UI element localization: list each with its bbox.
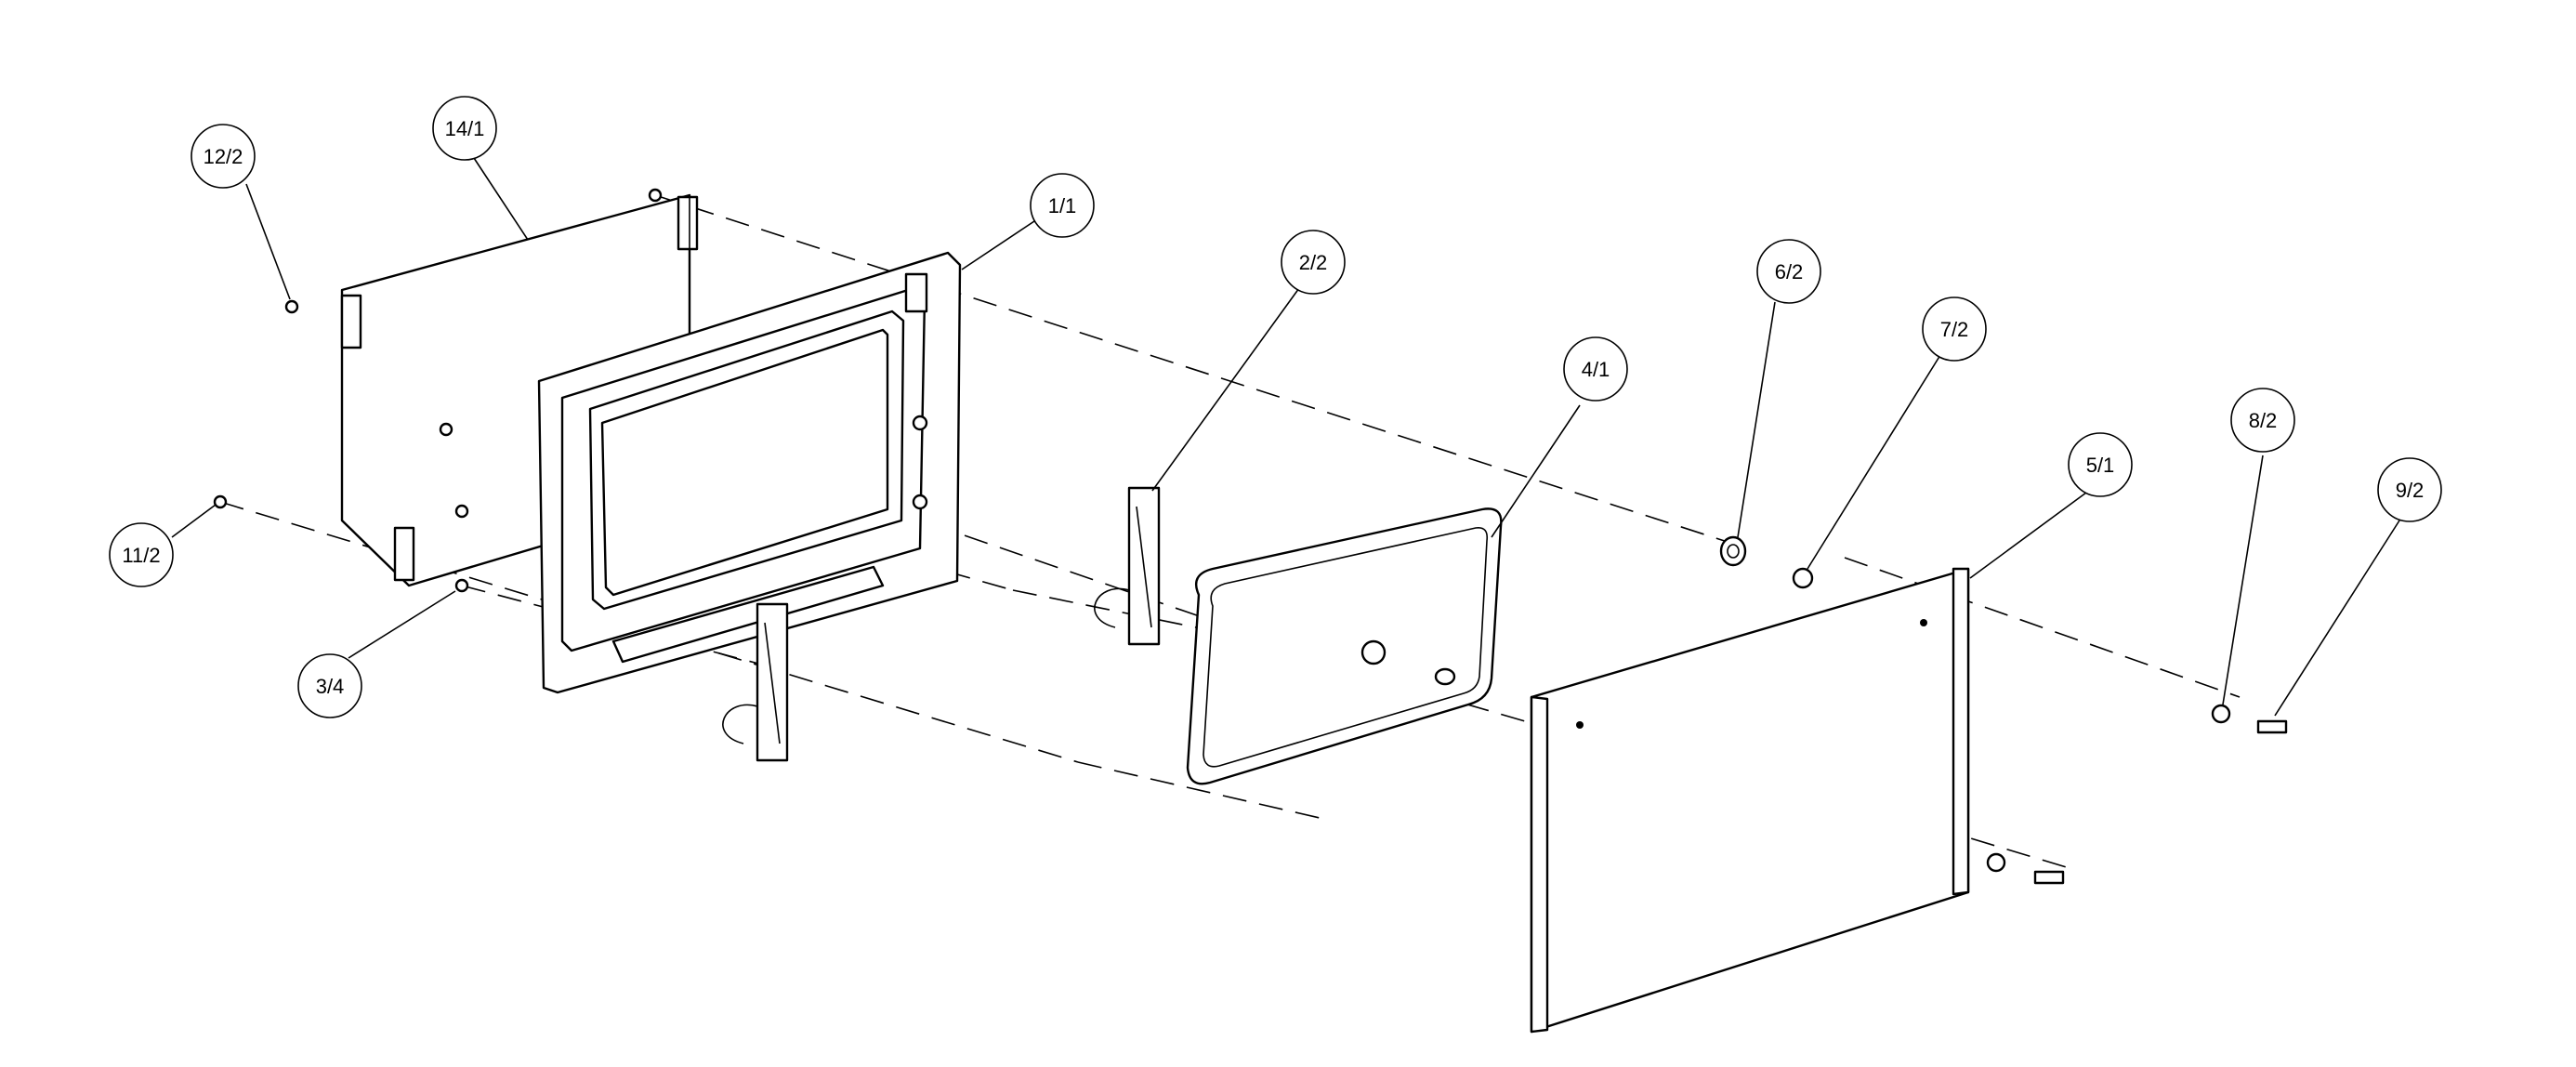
part-8-washer-lower bbox=[1986, 852, 2006, 873]
part-5-outer-glass bbox=[1530, 567, 1970, 1034]
part-4-inner-glass bbox=[1186, 507, 1503, 785]
callout-3-label: 3/4 bbox=[316, 675, 345, 698]
callout-8: 8/2 bbox=[2230, 388, 2295, 453]
part-6-bushing bbox=[1719, 535, 1747, 567]
part-11-screw bbox=[213, 494, 228, 509]
part-7-washer bbox=[1792, 567, 1814, 589]
callout-8-label: 8/2 bbox=[2249, 409, 2278, 432]
leader-lines bbox=[171, 157, 2400, 717]
part-8-washer bbox=[2211, 704, 2231, 724]
hardware-parts bbox=[213, 188, 2288, 885]
callout-7: 7/2 bbox=[1922, 296, 1987, 362]
callout-2-label: 2/2 bbox=[1299, 251, 1328, 274]
callout-3: 3/4 bbox=[297, 653, 362, 718]
part-2-hinge-left bbox=[722, 602, 789, 762]
callout-6: 6/2 bbox=[1756, 239, 1821, 304]
callout-1-label: 1/1 bbox=[1048, 194, 1077, 217]
callout-2: 2/2 bbox=[1281, 230, 1346, 295]
callout-5: 5/1 bbox=[2068, 432, 2133, 497]
callout-5-label: 5/1 bbox=[2086, 454, 2115, 477]
callout-11-label: 11/2 bbox=[122, 544, 160, 567]
callouts: 12/2 14/1 1/1 2/2 6/2 7/2 4/1 5/1 bbox=[109, 96, 2442, 718]
callout-12-label: 12/2 bbox=[204, 145, 243, 168]
callout-4: 4/1 bbox=[1563, 336, 1628, 402]
part-9-screw bbox=[2256, 719, 2288, 734]
part-9-screw-lower bbox=[2033, 870, 2065, 885]
callout-6-label: 6/2 bbox=[1775, 260, 1804, 283]
callout-9-label: 9/2 bbox=[2396, 479, 2425, 502]
callout-14-label: 14/1 bbox=[445, 117, 485, 140]
callout-1: 1/1 bbox=[1030, 173, 1095, 238]
callout-7-label: 7/2 bbox=[1940, 318, 1969, 341]
part-12-screw bbox=[284, 299, 299, 314]
callout-4-label: 4/1 bbox=[1582, 358, 1610, 381]
part-1-door-frame bbox=[537, 251, 962, 694]
callout-9: 9/2 bbox=[2377, 457, 2442, 522]
part-2-hinge-right bbox=[1094, 486, 1161, 646]
part-3-screws bbox=[439, 188, 663, 593]
callout-12: 12/2 bbox=[191, 124, 256, 189]
callout-14: 14/1 bbox=[432, 96, 497, 161]
callout-11: 11/2 bbox=[109, 522, 174, 587]
